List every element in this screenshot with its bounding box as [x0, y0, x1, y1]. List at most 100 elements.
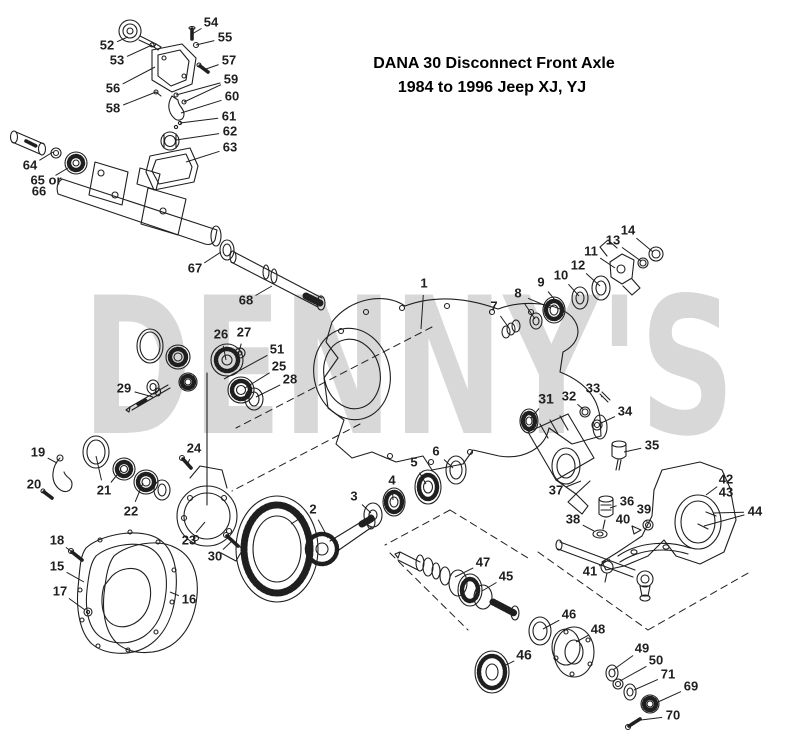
part-label-46: 46: [516, 647, 532, 663]
part-label-20: 20: [27, 476, 41, 491]
leader-line-10: [568, 283, 580, 297]
part-label-59: 59: [224, 71, 238, 86]
part-label-43: 43: [719, 484, 733, 499]
leader-line-42: [705, 486, 718, 496]
leader-line-16: [169, 591, 180, 597]
leader-line-64: [39, 151, 54, 161]
leader-line-54: [191, 28, 202, 35]
leader-line-60: [180, 99, 222, 114]
leader-line-2: [290, 515, 304, 525]
leader-line-50: [619, 665, 647, 682]
leader-line-35: [623, 447, 642, 453]
leader-line-56: [122, 66, 156, 85]
part-label-32: 32: [562, 388, 576, 403]
part-label-1: 1: [420, 275, 427, 290]
part-label-62: 62: [223, 123, 237, 138]
part-label-33: 33: [586, 380, 600, 395]
part-label-11: 11: [584, 243, 598, 258]
leader-line-51: [223, 354, 268, 380]
diff-carrier-drawing: [176, 454, 244, 562]
part-label-36: 36: [620, 493, 634, 508]
artwork-layer: [9, 19, 751, 731]
part-label-46: 46: [562, 606, 576, 621]
construction-line: [647, 571, 751, 631]
part-label-27: 27: [237, 324, 251, 339]
pinion-bearing-stack-drawing: [363, 455, 467, 528]
diagram-title-line2: 1984 to 1996 Jeep XJ, YJ: [398, 79, 586, 96]
pinion-yoke-parts-drawing: [501, 239, 664, 339]
watermark-text: DENNY'S: [82, 257, 735, 478]
title-block: DANA 30 Disconnect Front Axle 1984 to 19…: [373, 55, 615, 96]
stub-shaft-hub-drawing: [394, 551, 660, 731]
spider-gear-set-drawing: [125, 328, 264, 506]
part-label-69: 69: [684, 678, 698, 693]
part-label-17: 17: [53, 583, 67, 598]
leader-line-70: [640, 716, 663, 721]
leader-line-19: [47, 457, 58, 464]
part-label-31: 31: [538, 391, 554, 407]
leader-line-26: [222, 345, 227, 361]
leader-line-57: [205, 64, 219, 70]
leader-line-40: [632, 525, 635, 528]
leader-line-69: [657, 691, 682, 703]
leader-line-62: [175, 133, 220, 141]
diagram-title-line1: DANA 30 Disconnect Front Axle: [373, 55, 615, 72]
knuckle-and-tierod-drawing: [555, 461, 737, 602]
part-label-48: 48: [591, 621, 605, 636]
leader-lines-layer: [39, 28, 745, 721]
leader-line-47: [454, 567, 474, 578]
part-label-12: 12: [571, 257, 585, 272]
leader-line-8: [523, 302, 536, 320]
part-label-24: 24: [187, 440, 202, 455]
part-label-6: 6: [432, 443, 439, 458]
construction-line: [389, 552, 469, 631]
leader-line-68: [255, 285, 273, 296]
leader-line-33: [600, 395, 603, 398]
leader-line-20: [43, 490, 48, 494]
part-label-56: 56: [106, 80, 120, 95]
part-label-51: 51: [270, 341, 284, 356]
leader-line-55: [195, 40, 215, 46]
part-label-15: 15: [50, 558, 64, 573]
axle-tube-housing-drawing: [56, 161, 235, 261]
leader-line-31: [530, 408, 540, 419]
part-label-68: 68: [239, 292, 253, 307]
part-label-3: 3: [350, 488, 357, 503]
part-label-47: 47: [476, 554, 490, 569]
leader-line-13: [621, 246, 642, 262]
leader-line-3: [361, 504, 372, 514]
part-label-18: 18: [50, 532, 64, 547]
part-label-39: 39: [637, 501, 651, 516]
leader-line-21: [110, 469, 122, 483]
leader-line-44: [703, 514, 745, 527]
leader-line-53: [126, 44, 153, 57]
leader-line-44: [712, 511, 745, 514]
leader-line-14: [636, 237, 654, 253]
leader-line-45: [481, 582, 497, 592]
part-label-44: 44: [748, 503, 763, 518]
part-label-49: 49: [635, 640, 649, 655]
leader-line-2: [317, 519, 329, 539]
leader-line-63: [185, 150, 220, 163]
leader-line-34: [600, 416, 616, 424]
disconnect-housing-drawing: [519, 391, 654, 539]
part-label-70: 70: [666, 707, 680, 722]
construction-lines: [231, 326, 751, 631]
part-label-61: 61: [222, 108, 236, 123]
leader-line-59: [183, 84, 222, 103]
leader-line-8: [527, 297, 552, 309]
leader-line-27: [237, 343, 242, 357]
part-label-42: 42: [719, 471, 733, 486]
leader-line-12: [585, 273, 601, 287]
part-label-8: 8: [514, 285, 521, 300]
construction-line: [235, 326, 433, 429]
leader-line-15: [66, 571, 85, 583]
part-label-60: 60: [225, 88, 239, 103]
leader-line-17: [68, 597, 86, 611]
part-label-71: 71: [661, 666, 675, 681]
part-label-38: 38: [566, 511, 580, 526]
part-label-4: 4: [388, 472, 396, 487]
